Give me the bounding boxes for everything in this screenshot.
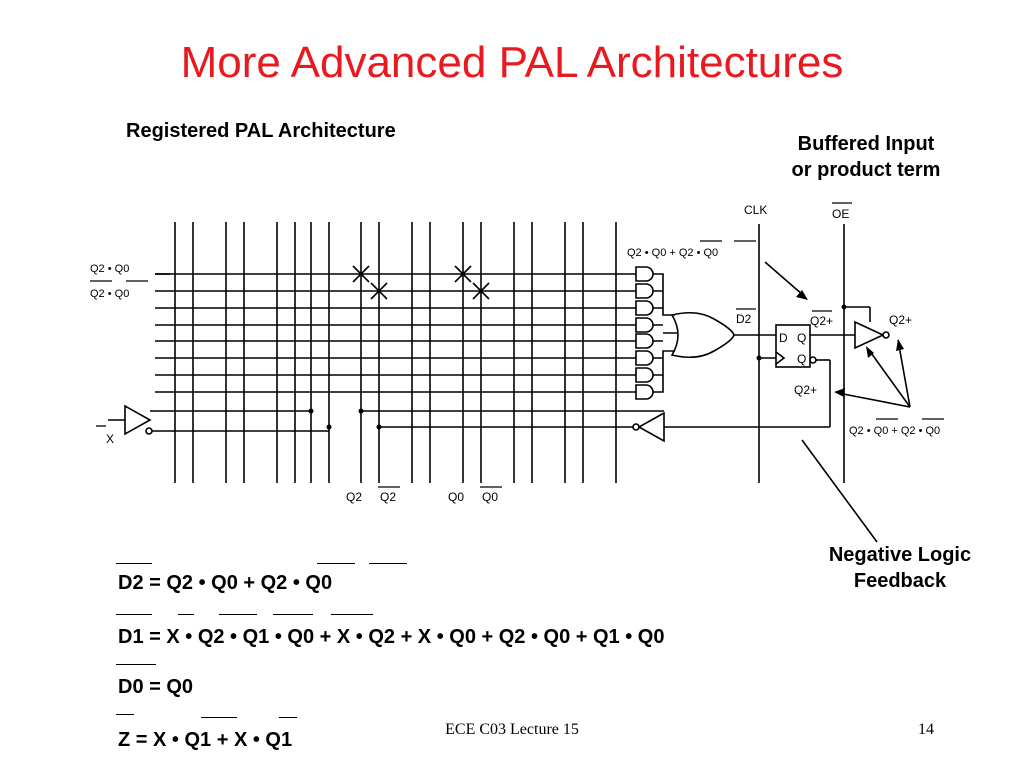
overbar [369,563,407,564]
negative-callout-line2: Feedback [854,570,947,592]
registered-pal-subtitle: Registered PAL Architecture [126,120,396,142]
label-overbars [90,202,944,488]
and-gates [635,266,654,400]
bottom-label-q2-bar: Q2 [380,490,396,504]
equation-d2: D2 = Q2 • Q0 + Q2 • Q0 [118,572,333,594]
ff-qbar-label: Q [797,352,806,366]
bottom-label-q2: Q2 [346,490,362,504]
or-output-label: Q2 • Q0 + Q2 • Q0 [627,247,718,259]
ff-q-label: Q [797,331,806,345]
junction-dots [308,304,847,430]
overbar [116,664,156,665]
output-expression-label: Q2 • Q0 + Q2 • Q0 [849,425,940,437]
x-input-label: X [106,432,114,446]
slide-title: More Advanced PAL Architectures [180,38,844,87]
bottom-label-q0: Q0 [448,490,464,504]
overbar [331,614,373,615]
equation-d1: D1 = X • Q2 • Q1 • Q0 + X • Q2 + X • Q0 … [118,626,665,648]
input-label-b: Q2 • Q0 [90,288,129,300]
overbar [201,717,237,718]
overbar [116,714,134,715]
q2plus-label-c: Q2+ [794,383,817,397]
or-gate [670,311,735,359]
footer-text: ECE C03 Lecture 15 [445,721,579,738]
buffered-callout-line1: Buffered Input [798,133,935,155]
input-label-a: Q2 • Q0 [90,263,129,275]
output-buffer [854,320,885,350]
oe-label: OE [832,207,849,221]
overbar [116,614,152,615]
arrowheads [796,290,904,397]
overbar [273,614,313,615]
x-input-buffer [124,404,152,436]
equation-d0: D0 = Q0 [118,676,194,698]
clk-label: CLK [744,203,767,217]
fuse-crosses [352,265,490,300]
equation-z: Z = X • Q1 + X • Q1 [118,729,293,751]
overbar [219,614,257,615]
bottom-label-q0-bar: Q0 [482,490,498,504]
q2plus-label-b: Q2+ [889,313,912,327]
q2plus-label-a: Q2+ [810,314,833,328]
negative-callout-line1: Negative Logic [829,544,971,566]
overbar [116,563,152,564]
vertical-input-lines [174,222,617,483]
overbar [279,717,297,718]
page-number: 14 [918,721,934,738]
d2-label: D2 [736,312,752,326]
product-term-lines [155,273,636,393]
overbar [317,563,355,564]
d-flip-flop [775,324,811,368]
overbar [178,614,194,615]
buffered-callout-line2: or product term [792,159,941,181]
feedback-buffer [637,411,665,443]
ff-d-label: D [779,331,788,345]
